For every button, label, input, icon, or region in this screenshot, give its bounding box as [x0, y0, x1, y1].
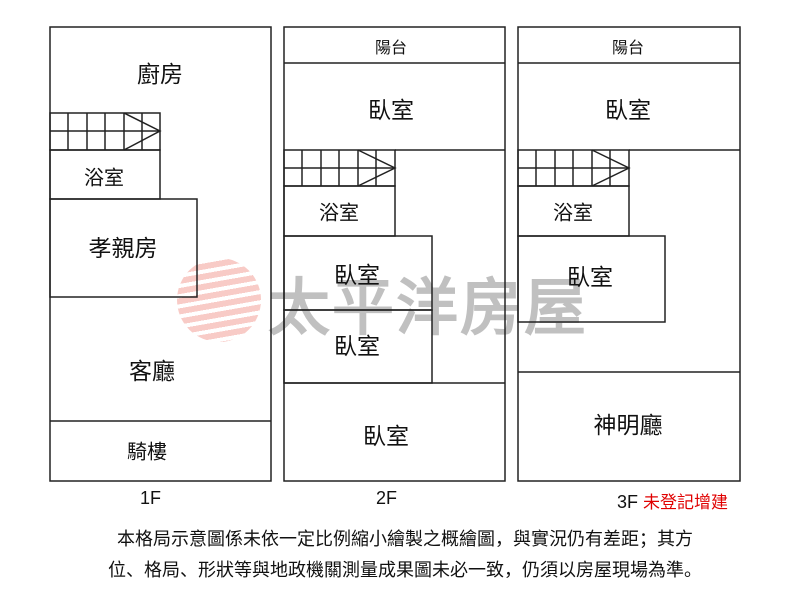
watermark-logo — [177, 258, 261, 342]
unregistered-extension-note: 未登記增建 — [643, 493, 729, 513]
floor-label-3f: 3F 未登記增建 — [617, 488, 728, 513]
room-bedroom: 臥室 — [368, 98, 414, 124]
room-balcony: 陽台 — [611, 38, 645, 57]
floor-label-3f-text: 3F — [617, 492, 639, 512]
room-balcony: 陽台 — [374, 38, 408, 57]
room-bathroom: 浴室 — [319, 200, 359, 225]
room-kitchen: 廚房 — [137, 62, 183, 88]
room-bedroom: 臥室 — [567, 265, 613, 291]
room-bedroom: 臥室 — [363, 424, 409, 450]
floor-label-2f: 2F — [376, 488, 398, 508]
floor-label-1f: 1F — [140, 488, 162, 508]
caption-line-1: 本格局示意圖係未依一定比例縮小繪製之概繪圖，與實況仍有差距；其方 — [117, 529, 693, 550]
disclaimer-caption: 本格局示意圖係未依一定比例縮小繪製之概繪圖，與實況仍有差距；其方 位、格局、形狀… — [20, 524, 790, 586]
floor-3f-walls — [517, 26, 741, 482]
floor-2f-walls — [283, 26, 506, 482]
room-bedroom: 臥室 — [334, 334, 380, 360]
room-elder-bedroom: 孝親房 — [88, 236, 158, 262]
room-bedroom: 臥室 — [605, 98, 651, 124]
room-shrine-hall: 神明廳 — [593, 413, 663, 439]
room-arcade: 騎樓 — [127, 439, 167, 464]
room-bedroom: 臥室 — [334, 263, 380, 289]
room-bathroom: 浴室 — [553, 200, 593, 225]
room-bathroom: 浴室 — [84, 165, 124, 190]
watermark-text: 太平洋房屋 — [268, 271, 589, 344]
caption-line-2: 位、格局、形狀等與地政機關測量成果圖未必一致，仍須以房屋現場為準。 — [108, 560, 702, 581]
room-living-room: 客廳 — [129, 359, 175, 385]
floor-1f-walls — [49, 26, 272, 482]
